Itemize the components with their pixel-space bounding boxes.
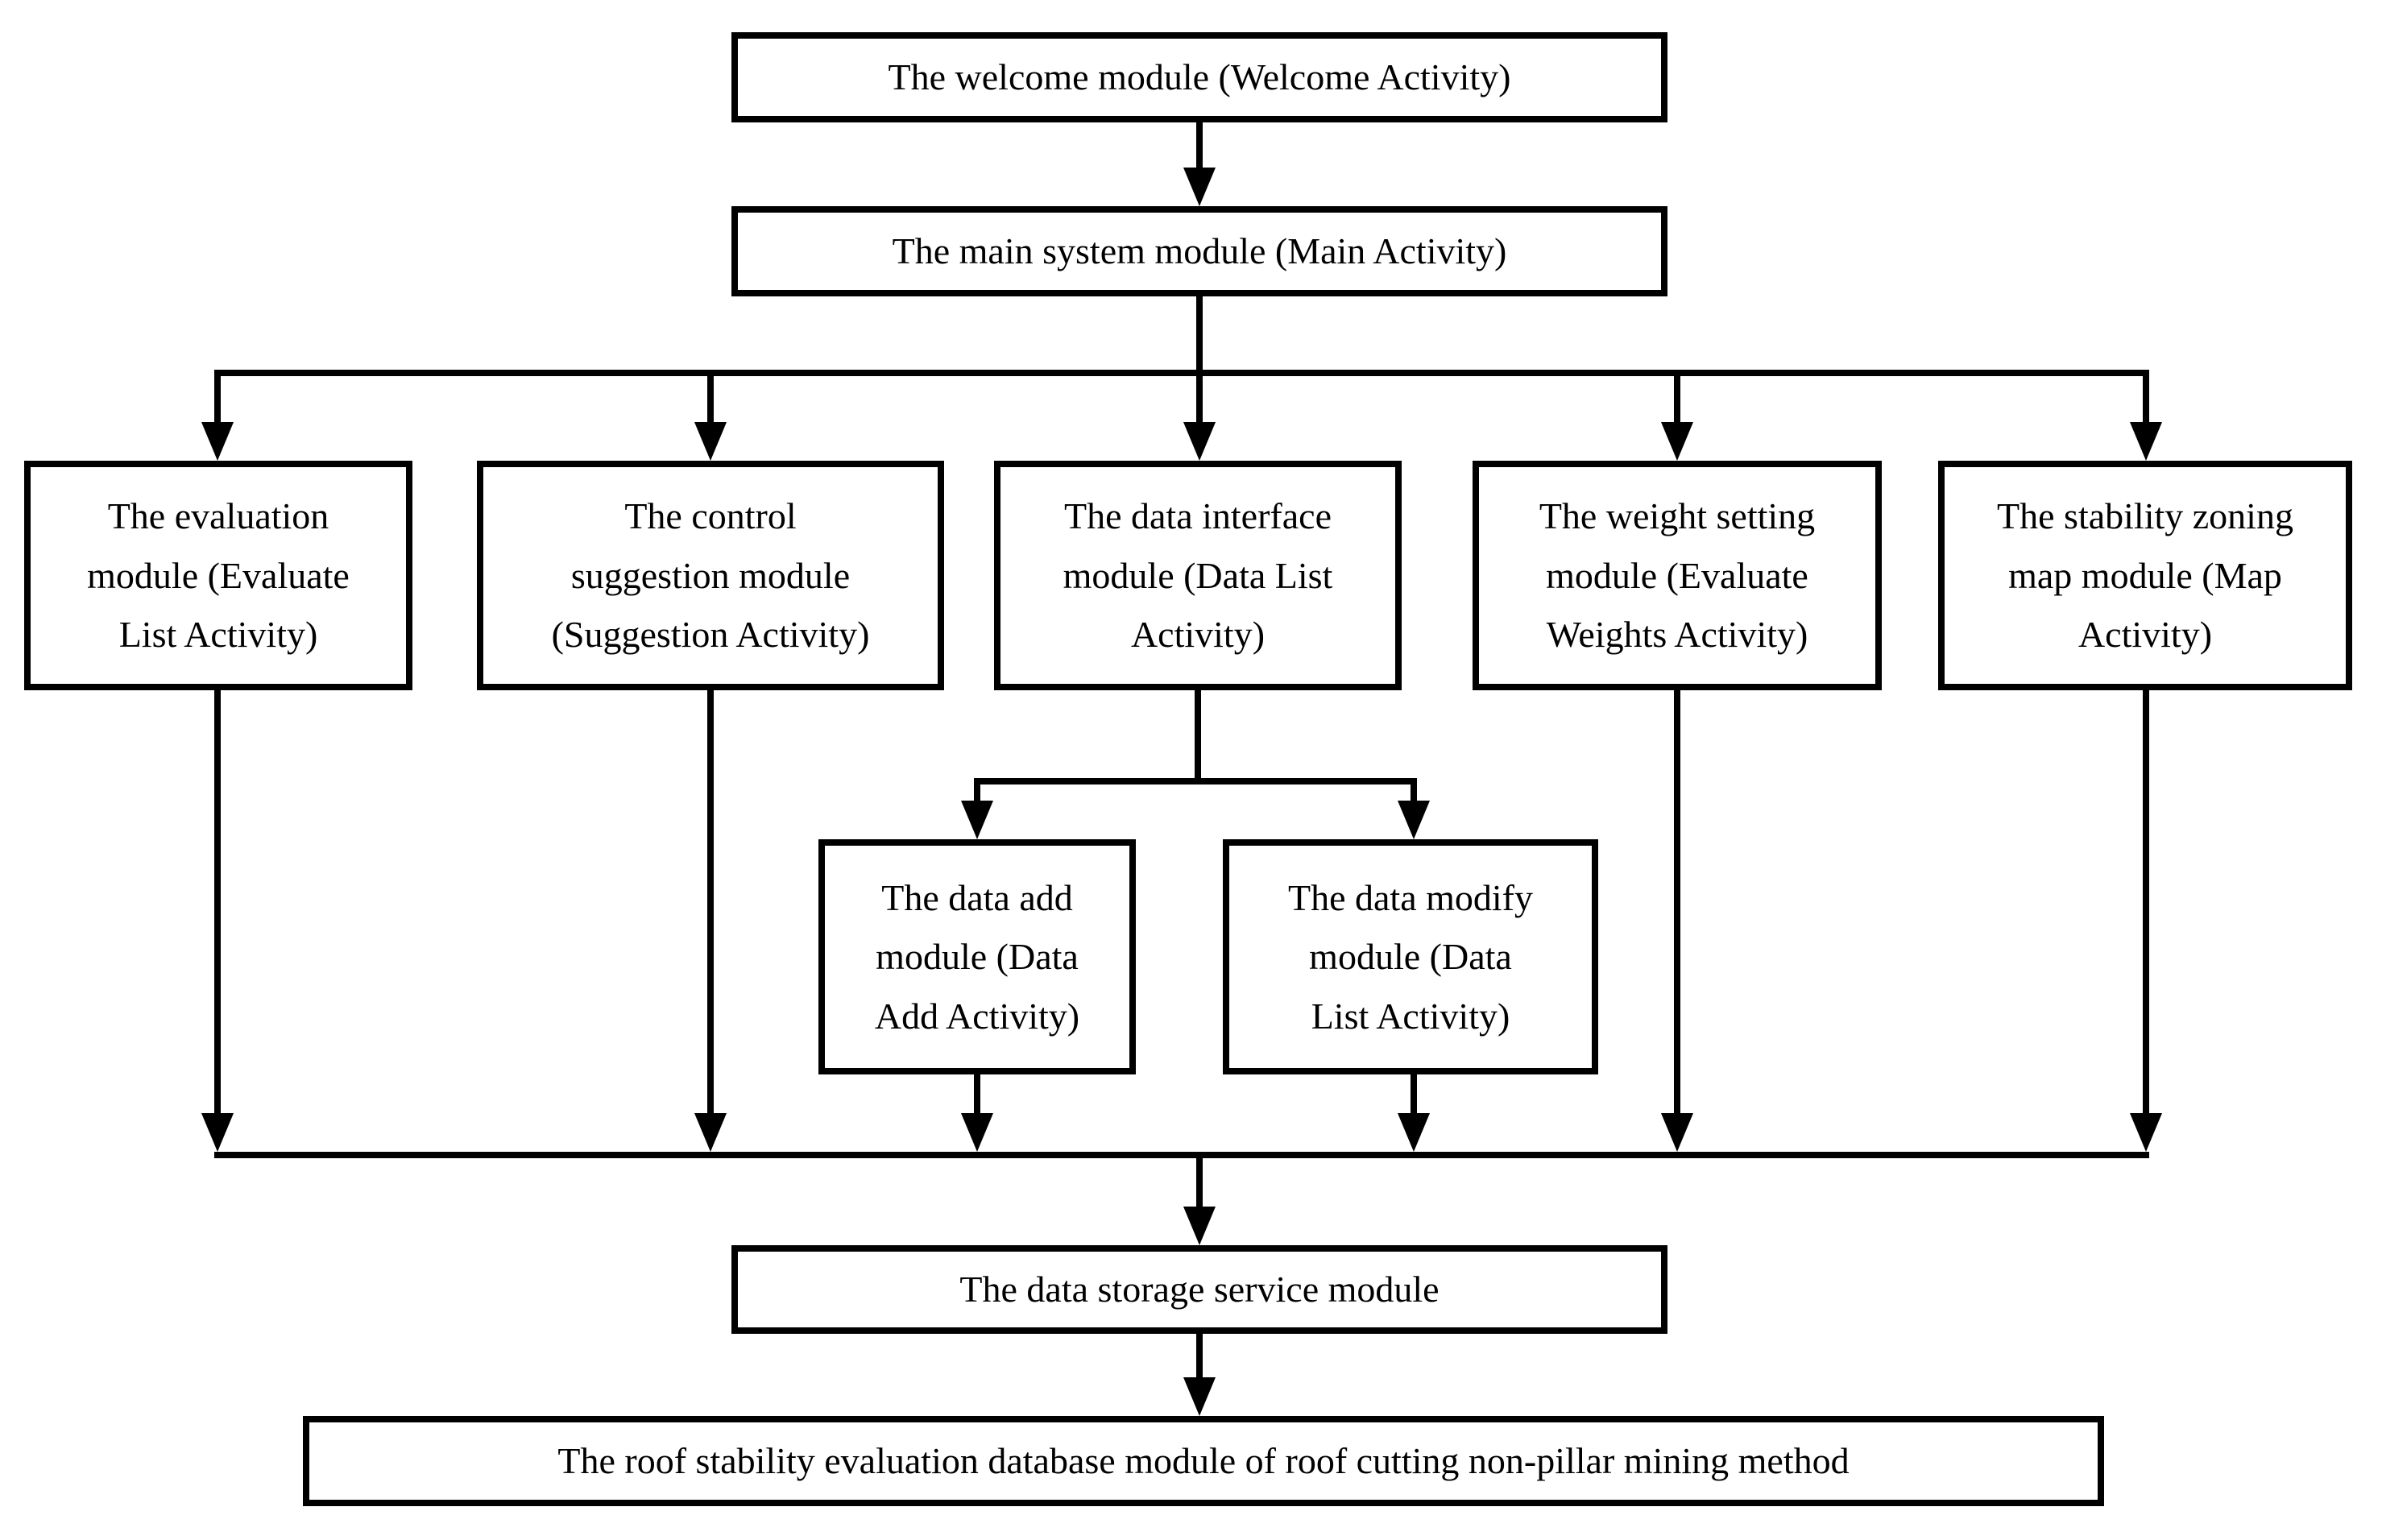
connector-welcome-to-main [1196,121,1203,171]
arrowhead-down-icon [2130,422,2162,461]
arrowhead-down-icon [1398,801,1430,839]
arrowhead-down-icon [2130,1113,2162,1152]
arrowhead-down-icon [1183,1377,1216,1416]
node-control-suggestion-module: The control suggestion module (Suggestio… [477,461,944,690]
convergence-bus-line [214,1152,2149,1158]
arrowhead-down-icon [201,1113,234,1152]
node-welcome-module: The welcome module (Welcome Activity) [731,32,1667,122]
connector-bus-to-storage [1196,1158,1203,1208]
node-evaluation-module: The evaluation module (Evaluate List Act… [24,461,412,690]
node-database-label: The roof stability evaluation database m… [557,1440,1850,1482]
arrowhead-down-icon [694,422,727,461]
split-line [974,778,1417,784]
connector-evaluation-to-bus [214,690,221,1116]
node-welcome-label: The welcome module (Welcome Activity) [888,56,1511,98]
connector-distribution-to-evaluation [214,375,221,424]
node-data-storage-service-module: The data storage service module [731,1245,1667,1334]
node-roof-stability-database-module: The roof stability evaluation database m… [303,1416,2104,1506]
connector-main-to-distribution [1196,295,1203,373]
node-weight-setting-module: The weight setting module (Evaluate Weig… [1473,461,1882,690]
arrowhead-down-icon [1183,168,1216,206]
connector-split-to-data-add [974,783,980,804]
node-main-system-module: The main system module (Main Activity) [731,206,1667,296]
arrowhead-down-icon [1398,1113,1430,1152]
node-data-add-module: The data add module (Data Add Activity) [818,839,1136,1074]
node-data-interface-module: The data interface module (Data List Act… [994,461,1402,690]
distribution-line [214,370,2149,376]
node-data-add-label: The data add module (Data Add Activity) [874,876,1080,1037]
connector-interface-to-split [1195,690,1201,784]
node-stability-zoning-map-module: The stability zoning map module (Map Act… [1938,461,2352,690]
connector-data-add-to-bus [974,1074,980,1116]
connector-split-to-data-modify [1411,783,1417,804]
arrowhead-down-icon [1183,422,1216,461]
arrowhead-down-icon [1661,422,1693,461]
connector-distribution-to-weight [1674,375,1680,424]
arrowhead-down-icon [961,801,993,839]
arrowhead-down-icon [1661,1113,1693,1152]
connector-distribution-to-interface [1196,375,1203,424]
node-data-modify-module: The data modify module (Data List Activi… [1223,839,1598,1074]
arrowhead-down-icon [1183,1207,1216,1245]
node-weight-label: The weight setting module (Evaluate Weig… [1539,495,1816,656]
arrowhead-down-icon [694,1113,727,1152]
connector-distribution-to-suggestion [707,375,714,424]
node-interface-label: The data interface module (Data List Act… [1063,495,1333,656]
node-data-modify-label: The data modify module (Data List Activi… [1287,876,1533,1037]
arrowhead-down-icon [201,422,234,461]
connector-weight-to-bus [1674,690,1680,1116]
connector-zoning-to-bus [2143,690,2149,1116]
node-main-label: The main system module (Main Activity) [892,230,1507,272]
connector-storage-to-database [1196,1334,1203,1379]
connector-data-modify-to-bus [1411,1074,1417,1116]
node-storage-label: The data storage service module [959,1269,1440,1310]
node-evaluation-label: The evaluation module (Evaluate List Act… [87,495,350,656]
connector-distribution-to-zoning [2143,375,2149,424]
arrowhead-down-icon [961,1113,993,1152]
node-zoning-label: The stability zoning map module (Map Act… [1997,495,2293,656]
node-suggestion-label: The control suggestion module (Suggestio… [551,495,870,656]
connector-suggestion-to-bus [707,690,714,1116]
